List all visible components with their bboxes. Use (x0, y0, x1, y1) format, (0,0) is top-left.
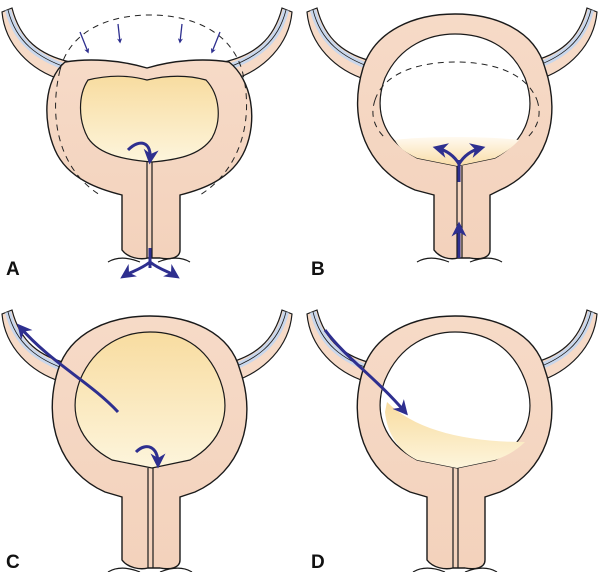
panel-b: B (307, 8, 597, 280)
perineum-line (108, 568, 192, 572)
panel-label: A (6, 259, 20, 280)
panel-label: C (6, 552, 20, 572)
perineum-line (413, 568, 497, 572)
panel-a: A (2, 8, 292, 280)
panel-d: D (307, 310, 597, 572)
panel-label: D (311, 552, 325, 572)
perineum-line (417, 258, 502, 262)
panel-c: C (2, 310, 292, 572)
panel-label: B (311, 259, 325, 280)
contraction-arrows-icon (80, 24, 220, 52)
